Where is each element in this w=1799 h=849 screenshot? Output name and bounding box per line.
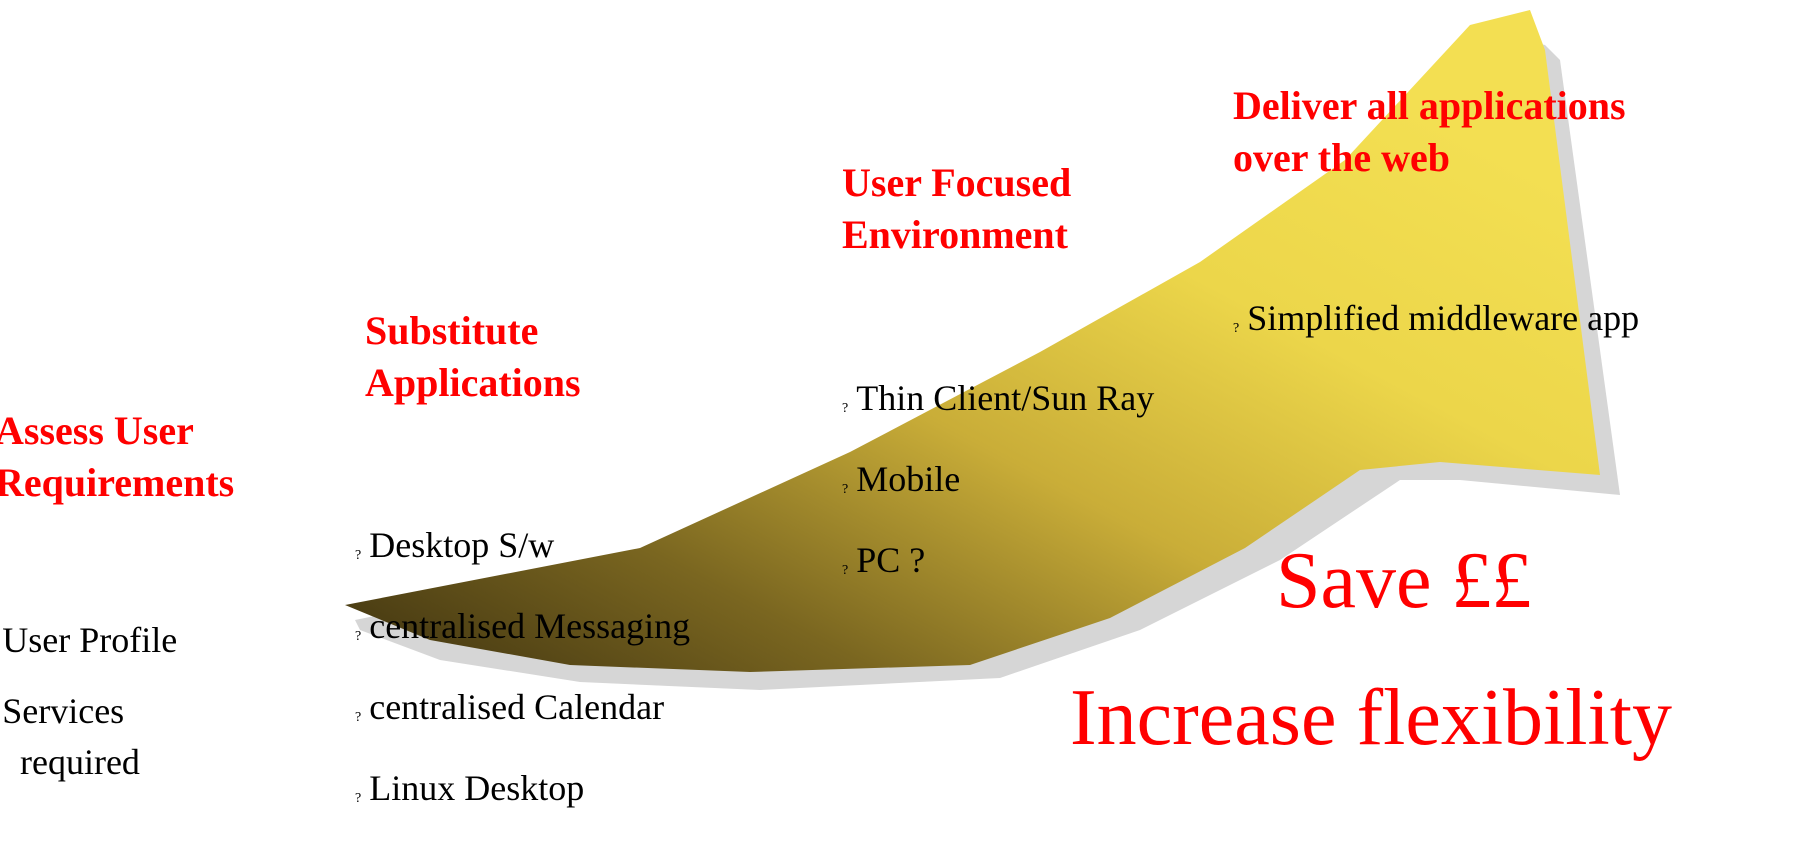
list-item: ? PC ? xyxy=(842,540,1154,591)
list-item: ? Simplified middleware app xyxy=(1233,298,1639,349)
bullet-icon: ? xyxy=(1233,321,1240,336)
bullet-text: PC ? xyxy=(856,540,926,580)
bullet-text: centralised Messaging xyxy=(369,606,691,646)
arrow-shadow xyxy=(355,30,1620,690)
step-1-title-line-2: Requirements xyxy=(0,460,235,505)
arrow-body xyxy=(345,10,1600,672)
step-2-title-line-2: Applications xyxy=(365,360,581,405)
list-item: ? centralised Calendar xyxy=(355,687,690,738)
bullet-icon: ? xyxy=(842,563,849,578)
step-3-title: User Focused Environment xyxy=(842,157,1071,261)
step-3-title-line-1: User Focused xyxy=(842,160,1072,205)
bullet-text: Thin Client/Sun Ray xyxy=(856,378,1155,418)
bullet-icon: ? xyxy=(355,791,362,806)
list-item: ? centralised Messaging xyxy=(355,606,690,657)
bullet-icon: ? xyxy=(355,548,362,563)
growth-arrow xyxy=(345,10,1620,690)
list-item: ? Mobile xyxy=(842,459,1154,510)
bullet-text: Simplified middleware app xyxy=(1247,298,1640,338)
list-item: ? Desktop S/w xyxy=(355,525,690,576)
step-4-title-line-1: Deliver all applications xyxy=(1233,83,1626,128)
step-1-bullets: ?User Profile ?Services required xyxy=(0,620,177,782)
step-1-title: Assess User Requirements xyxy=(0,405,234,509)
step-2-bullets: ? Desktop S/w ? centralised Messaging ? cen… xyxy=(355,525,690,849)
bullet-text: Linux Desktop xyxy=(369,768,585,808)
step-4-title-line-2: over the web xyxy=(1233,135,1450,180)
step-2-title: Substitute Applications xyxy=(365,305,581,409)
outcome-flexibility: Increase flexibility xyxy=(1070,674,1672,762)
bullet-text: centralised Calendar xyxy=(369,687,665,727)
list-item: ? Thin Client/Sun Ray xyxy=(842,378,1154,429)
bullet-icon: ? xyxy=(355,629,362,644)
list-item: ? Linux Desktop xyxy=(355,768,690,819)
step-4-bullets: ? Simplified middleware app xyxy=(1233,298,1639,379)
bullet-text: Mobile xyxy=(856,459,961,499)
outcome-save: Save ££ xyxy=(1276,537,1532,625)
step-1-title-line-1: Assess User xyxy=(0,408,194,453)
bullet-text: Desktop S/w xyxy=(369,525,555,565)
bullet-text: Services xyxy=(2,691,125,731)
step-4-title: Deliver all applications over the web xyxy=(1233,80,1626,184)
bullet-icon: ? xyxy=(355,710,362,725)
step-3-title-line-2: Environment xyxy=(842,212,1068,257)
list-item: ?User Profile xyxy=(0,620,177,671)
step-3-bullets: ? Thin Client/Sun Ray ? Mobile ? PC ? xyxy=(842,378,1154,621)
step-2-title-line-1: Substitute xyxy=(365,308,539,353)
bullet-text: User Profile xyxy=(2,620,178,660)
bullet-icon: ? xyxy=(842,482,849,497)
list-item: ?Services required xyxy=(0,691,177,782)
bullet-icon: ? xyxy=(842,401,849,416)
bullet-text-continued: required xyxy=(20,742,140,782)
